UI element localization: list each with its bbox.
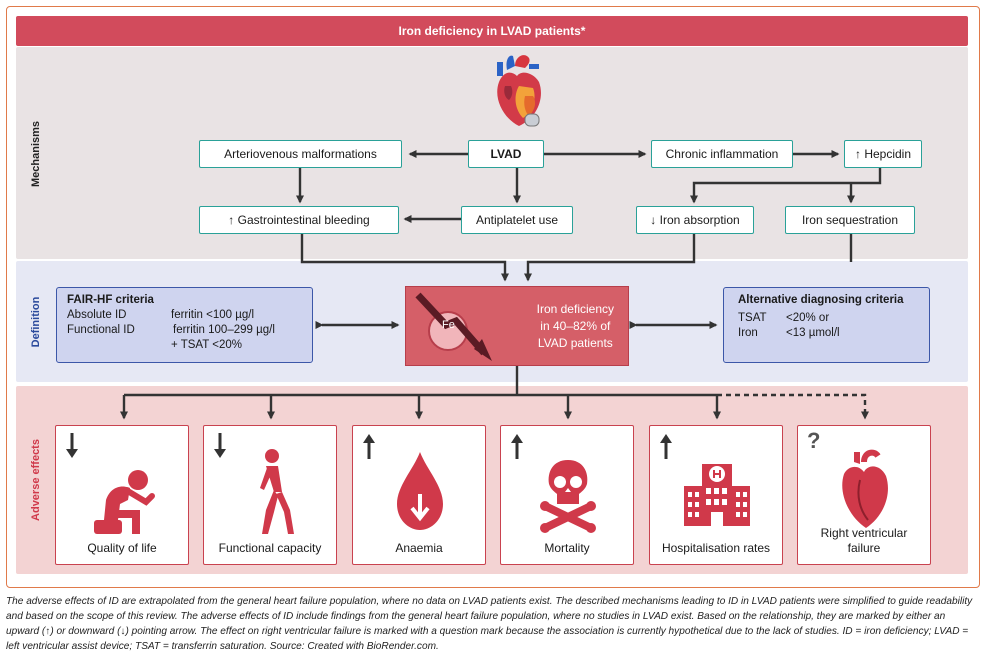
tsat-value: <20% or bbox=[786, 312, 830, 324]
card-label: Functional capacity bbox=[218, 541, 322, 555]
card-label: Mortality bbox=[544, 541, 590, 555]
up-arrow-icon bbox=[363, 434, 375, 459]
node-arteriovenous-malformations: Arteriovenous malformations bbox=[199, 140, 402, 168]
adverse-card-anaemia: Anaemia bbox=[352, 425, 486, 565]
card-label: Hospitalisation rates bbox=[661, 541, 771, 555]
fair-hf-heading: FAIR-HF criteria bbox=[67, 294, 154, 306]
iron-deficiency-title: Iron deficiency bbox=[536, 302, 614, 316]
fair-hf-criteria-box: FAIR-HF criteria Absolute ID ferritin <10… bbox=[56, 287, 313, 363]
iron-deficiency-box: Fe Iron deficiency in 40–82% of LVAD pat… bbox=[405, 286, 629, 366]
up-arrow-icon bbox=[511, 434, 523, 459]
card-label: Quality of life bbox=[87, 541, 157, 555]
adverse-card-right-ventricular-failure: ? Right ventricular failure bbox=[797, 425, 931, 565]
node-chronic-inflammation: Chronic inflammation bbox=[651, 140, 793, 168]
alternative-criteria-box: Alternative diagnosing criteria TSAT <20%… bbox=[723, 287, 930, 363]
figure-title: Iron deficiency in LVAD patients* bbox=[16, 16, 968, 46]
node-antiplatelet-use: Antiplatelet use bbox=[461, 206, 573, 234]
node-hepcidin: ↑ Hepcidin bbox=[844, 140, 922, 168]
adverse-card-hospitalisation-rates: Hospitalisation rates bbox=[649, 425, 783, 565]
person-walking-icon bbox=[260, 449, 294, 534]
node-gastrointestinal-bleeding: ↑ Gastrointestinal bleeding bbox=[199, 206, 399, 234]
down-arrow-icon bbox=[66, 433, 78, 458]
adverse-card-quality-of-life: Quality of life bbox=[55, 425, 189, 565]
anatomical-heart-icon bbox=[497, 55, 541, 127]
alternative-heading: Alternative diagnosing criteria bbox=[738, 294, 904, 306]
card-label: Right ventricular failure bbox=[798, 526, 930, 556]
figure-frame bbox=[6, 6, 980, 588]
iron-label: Iron bbox=[738, 327, 758, 339]
card-label-line2: failure bbox=[847, 541, 881, 555]
down-arrow-icon bbox=[214, 433, 226, 458]
node-iron-sequestration: Iron sequestration bbox=[785, 206, 915, 234]
absolute-id-label: Absolute ID bbox=[67, 309, 127, 321]
adverse-card-mortality: Mortality bbox=[500, 425, 634, 565]
card-label-line1: Right ventricular bbox=[820, 526, 908, 540]
up-arrow-icon bbox=[660, 434, 672, 459]
hospital-icon bbox=[684, 464, 750, 526]
node-iron-absorption: ↓ Iron absorption bbox=[636, 206, 754, 234]
iron-deficiency-prevalence: in 40–82% of bbox=[540, 319, 611, 333]
blood-drop-icon bbox=[397, 452, 443, 530]
node-lvad: LVAD bbox=[468, 140, 544, 168]
fe-label: Fe bbox=[442, 319, 455, 331]
card-label: Anaemia bbox=[395, 541, 443, 555]
person-sitting-head-in-hands-icon bbox=[94, 470, 155, 534]
absolute-id-value: ferritin <100 µg/l bbox=[171, 309, 255, 321]
skull-crossbones-icon bbox=[540, 460, 596, 533]
figure-caption: The adverse effects of ID are extrapolat… bbox=[6, 596, 973, 652]
question-mark-indicator: ? bbox=[807, 428, 821, 453]
iron-value: <13 µmol/l bbox=[786, 327, 840, 339]
declining-iron-icon bbox=[415, 292, 492, 361]
heart-icon bbox=[842, 449, 888, 528]
functional-id-label: Functional ID bbox=[67, 324, 135, 336]
iron-deficiency-population: LVAD patients bbox=[537, 336, 613, 350]
functional-id-value: ferritin 100–299 µg/l bbox=[173, 324, 275, 336]
functional-id-tsat: + TSAT <20% bbox=[171, 339, 242, 351]
adverse-card-functional-capacity: Functional capacity bbox=[203, 425, 337, 565]
tsat-label: TSAT bbox=[738, 312, 767, 324]
